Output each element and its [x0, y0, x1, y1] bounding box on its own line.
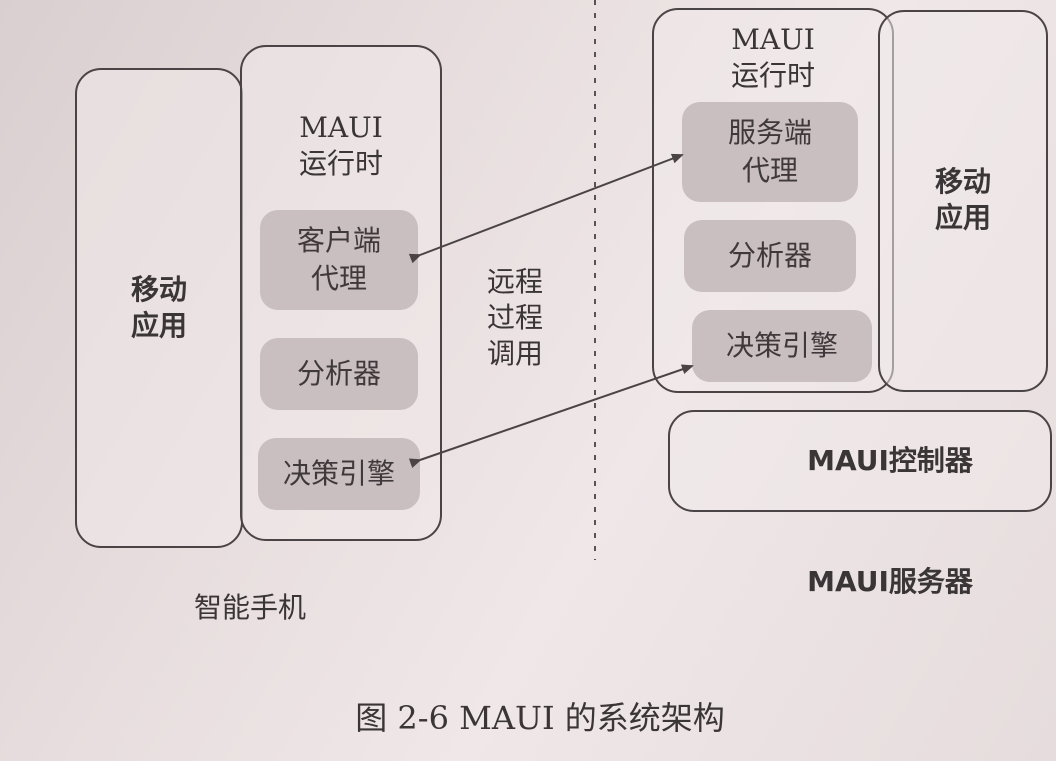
- rpc-arrow-decision: [408, 364, 694, 468]
- server-proxy: 服务端 代理: [682, 102, 858, 202]
- phone-decision-engine: 决策引擎: [258, 438, 420, 510]
- figure-caption: 图 2-6 MAUI 的系统架构: [355, 699, 725, 737]
- server-analyzer: 分析器: [684, 220, 856, 292]
- server-maui-runtime-label: MAUI 运行时: [730, 23, 815, 92]
- rpc-arrow-proxy: [408, 153, 684, 264]
- phone-mobile-app-label: 移动 应用: [130, 273, 187, 342]
- server-decision-engine: 决策引擎: [692, 310, 872, 382]
- phone-maui-runtime-label: MAUI 运行时: [298, 111, 383, 180]
- server-caption: MAUI服务器: [807, 565, 973, 598]
- maui-controller-box: [668, 410, 1052, 512]
- server-mobile-app-box: [878, 10, 1048, 392]
- rpc-label: 远程 过程 调用: [486, 265, 543, 370]
- server-mobile-app-label: 移动 应用: [934, 165, 991, 234]
- phone-analyzer: 分析器: [260, 338, 418, 410]
- phone-caption: 智能手机: [193, 591, 306, 624]
- phone-mobile-app-box: [75, 68, 243, 548]
- client-proxy: 客户端 代理: [260, 210, 418, 310]
- maui-controller-label: MAUI控制器: [807, 444, 973, 477]
